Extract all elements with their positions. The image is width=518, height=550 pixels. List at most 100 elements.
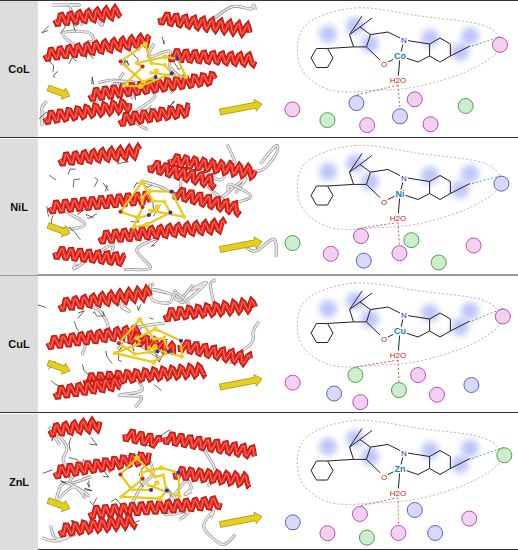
ligand-atom xyxy=(162,336,166,340)
atom-label: H2O xyxy=(389,213,407,222)
helix-highlight xyxy=(90,498,220,516)
row-rule xyxy=(0,549,518,550)
helix-highlight xyxy=(175,190,240,214)
helix-ribbon xyxy=(180,342,250,363)
interaction-line xyxy=(398,85,400,108)
ligand-atom xyxy=(130,488,134,492)
beta-strand xyxy=(219,512,262,528)
helix-ribbon xyxy=(45,101,130,122)
helix-ribbon xyxy=(60,147,140,164)
ligand-atom xyxy=(159,465,164,470)
ligand-bond xyxy=(119,320,140,343)
residue-disc xyxy=(348,368,363,383)
residue-stick xyxy=(97,311,104,316)
residue-disc xyxy=(429,387,444,402)
metal-symbol: Co xyxy=(393,52,407,61)
helix-ribbon xyxy=(160,15,250,34)
interaction-line xyxy=(356,85,398,95)
residue-disc xyxy=(495,309,510,324)
helix-ribbon xyxy=(55,453,149,477)
ligand-atom xyxy=(113,351,117,355)
helix-ribbon xyxy=(100,221,225,242)
helix-ribbon xyxy=(165,300,255,319)
ligand-atom xyxy=(162,200,166,204)
helix-ribbon xyxy=(175,469,250,485)
atom-label: N xyxy=(400,36,408,45)
helix-highlight xyxy=(160,15,250,34)
helix-ribbon xyxy=(90,74,215,99)
residue-disc xyxy=(458,98,473,113)
ligand-atom xyxy=(153,475,157,479)
helix-ribbon xyxy=(48,327,141,347)
chemical-bond xyxy=(328,459,354,461)
residue-stick xyxy=(106,351,112,364)
interaction-line xyxy=(361,223,398,229)
helix-highlight xyxy=(120,106,189,124)
residue-disc xyxy=(359,530,374,545)
ligand-atom xyxy=(132,225,136,229)
ligand-atom xyxy=(179,339,183,343)
chemical-bond xyxy=(328,184,354,186)
row-rule xyxy=(0,412,518,413)
chemical-bond xyxy=(350,16,362,35)
helix-highlight xyxy=(180,342,250,363)
helix-highlight xyxy=(45,35,149,59)
ring-bond xyxy=(311,48,333,67)
chemical-bond xyxy=(418,469,430,475)
ligand-atom xyxy=(135,336,139,340)
chemical-bond xyxy=(370,32,388,35)
chemical-bond xyxy=(350,429,362,448)
metal-symbol: Zn xyxy=(394,464,407,473)
residue-disc xyxy=(431,255,446,270)
helix-ribbon xyxy=(120,106,189,124)
residue-disc xyxy=(320,113,335,128)
ligand-atom xyxy=(141,477,145,481)
residue-disc xyxy=(356,253,371,268)
residue-stick xyxy=(68,169,76,174)
helix-highlight xyxy=(55,249,125,264)
helix-ribbon xyxy=(45,35,149,59)
helix-ribbon xyxy=(125,432,160,446)
ligand-bond xyxy=(134,207,143,227)
atom-label: N xyxy=(400,311,408,320)
ligand-atom xyxy=(162,54,167,59)
residue-stick xyxy=(103,183,108,191)
interaction-map xyxy=(285,420,511,545)
helix-highlight xyxy=(60,288,150,309)
interaction-line xyxy=(398,223,399,246)
helix-ribbon xyxy=(175,190,240,214)
residue-disc xyxy=(352,506,367,521)
atom-label: N xyxy=(400,448,408,457)
chemical-bond xyxy=(450,321,470,331)
ligand-atom xyxy=(137,216,141,220)
ligand-bond xyxy=(149,190,171,193)
protein-ribbon xyxy=(36,280,262,407)
ligand-bond xyxy=(163,475,167,490)
interaction-line xyxy=(398,498,399,525)
beta-strand xyxy=(219,237,262,253)
beta-strand xyxy=(47,223,70,237)
ligand-atom xyxy=(182,215,186,219)
exposure-halo xyxy=(461,27,479,45)
ligand-atom xyxy=(122,84,126,88)
ligand-atom xyxy=(153,326,158,331)
ligand-atom xyxy=(141,205,145,209)
beta-strand xyxy=(219,99,262,115)
ligand-atom xyxy=(140,341,144,345)
exposure-halo xyxy=(451,318,469,336)
residue-stick xyxy=(87,481,89,488)
residue-disc xyxy=(353,229,368,244)
helix-ribbon xyxy=(55,453,149,477)
pocket-outline xyxy=(297,420,500,504)
helix-highlight xyxy=(90,74,215,99)
residue-disc xyxy=(411,368,426,383)
residue-stick xyxy=(42,26,49,33)
interaction-map xyxy=(285,283,510,410)
residue-stick xyxy=(89,437,97,445)
protein-ribbon xyxy=(42,420,262,544)
helix-ribbon xyxy=(175,469,250,485)
ligand-atom xyxy=(149,61,153,65)
ligand-atom xyxy=(170,190,174,194)
row-label: ZnL xyxy=(9,476,29,488)
